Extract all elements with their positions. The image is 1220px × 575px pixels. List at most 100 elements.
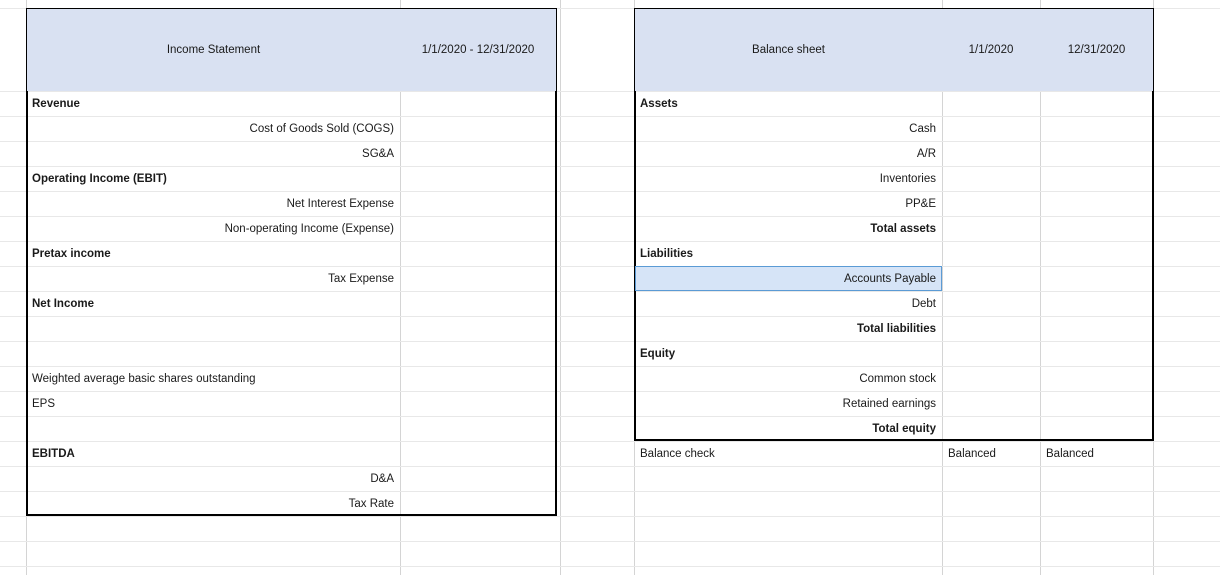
balance-check-label[interactable]: Balance check	[640, 447, 715, 460]
balance-sheet-row[interactable]: A/R	[634, 141, 1153, 166]
balance-sheet-row-label[interactable]: Equity	[640, 347, 676, 360]
income-statement-row-label[interactable]	[26, 416, 400, 441]
income-statement-row[interactable]: Non-operating Income (Expense)	[26, 216, 560, 241]
balance-sheet-row-value-end[interactable]	[1040, 191, 1153, 216]
income-statement-row[interactable]: EBITDA	[26, 441, 560, 466]
balance-sheet-row-value-begin[interactable]	[942, 216, 1040, 241]
balance-sheet-row-label[interactable]: Inventories	[879, 172, 936, 185]
income-statement-row[interactable]: SG&A	[26, 141, 560, 166]
balance-sheet-row-value-begin[interactable]	[942, 191, 1040, 216]
balance-sheet-row-value-end[interactable]	[1040, 391, 1153, 416]
balance-sheet-row-value-begin[interactable]	[942, 116, 1040, 141]
income-statement-row[interactable]: Net Income	[26, 291, 560, 316]
income-statement-row-value[interactable]	[400, 216, 560, 241]
balance-sheet-row-value-begin[interactable]	[942, 91, 1040, 116]
balance-sheet-row[interactable]: Total assets	[634, 216, 1153, 241]
income-statement-row[interactable]: Revenue	[26, 91, 560, 116]
balance-sheet-row[interactable]: Total liabilities	[634, 316, 1153, 341]
income-statement-row-label[interactable]	[26, 316, 400, 341]
balance-sheet-row-value-end[interactable]	[1040, 416, 1153, 441]
balance-sheet-row[interactable]: Liabilities	[634, 241, 1153, 266]
balance-sheet-row-value-end[interactable]	[1040, 241, 1153, 266]
balance-sheet-row-value-end[interactable]	[1040, 266, 1153, 291]
income-statement-row-value[interactable]	[400, 391, 560, 416]
balance-sheet-row-label[interactable]: Debt	[911, 297, 936, 310]
income-statement-row-label[interactable]: Cost of Goods Sold (COGS)	[249, 122, 394, 135]
balance-sheet-row-value-begin[interactable]	[942, 241, 1040, 266]
balance-sheet-row-value-end[interactable]	[1040, 341, 1153, 366]
balance-sheet-row-label[interactable]: Total equity	[872, 422, 936, 435]
balance-sheet-row-value-begin[interactable]	[942, 316, 1040, 341]
income-statement-row[interactable]: D&A	[26, 466, 560, 491]
income-statement-row-label[interactable]: Weighted average basic shares outstandin…	[32, 372, 256, 385]
balance-sheet-row-value-end[interactable]	[1040, 116, 1153, 141]
balance-sheet-row-value-begin[interactable]	[942, 391, 1040, 416]
income-statement-row-label[interactable]: Revenue	[32, 97, 80, 110]
balance-sheet-row-value-end[interactable]	[1040, 216, 1153, 241]
income-statement-row-label[interactable]: EBITDA	[32, 447, 75, 460]
income-statement-row-value[interactable]	[400, 116, 560, 141]
balance-sheet-row-value-begin[interactable]	[942, 366, 1040, 391]
income-statement-row-value[interactable]	[400, 316, 560, 341]
income-statement-row-value[interactable]	[400, 191, 560, 216]
balance-sheet-row[interactable]: PP&E	[634, 191, 1153, 216]
balance-sheet-row[interactable]: Inventories	[634, 166, 1153, 191]
income-statement-row-value[interactable]	[400, 416, 560, 441]
balance-sheet-row-value-begin[interactable]	[942, 266, 1040, 291]
income-statement-row-value[interactable]	[400, 241, 560, 266]
income-statement-row-value[interactable]	[400, 466, 560, 491]
balance-sheet-row-label[interactable]: Accounts Payable	[843, 272, 936, 285]
income-statement-row-value[interactable]	[400, 441, 560, 466]
income-statement-row[interactable]: Weighted average basic shares outstandin…	[26, 366, 560, 391]
balance-sheet-row-label[interactable]: Total assets	[870, 222, 936, 235]
balance-sheet-row-value-begin[interactable]	[942, 341, 1040, 366]
balance-check-row-inner[interactable]: Balance check Balanced Balanced	[634, 441, 1153, 466]
income-statement-row-value[interactable]	[400, 341, 560, 366]
income-statement-row-value[interactable]	[400, 91, 560, 116]
income-statement-row[interactable]: EPS	[26, 391, 560, 416]
balance-sheet-row-label[interactable]: Retained earnings	[842, 397, 936, 410]
income-statement-row-label[interactable]	[26, 341, 400, 366]
income-statement-row-label[interactable]: Operating Income (EBIT)	[32, 172, 167, 185]
balance-check-value-begin[interactable]: Balanced	[948, 447, 996, 460]
balance-sheet-row-label[interactable]: A/R	[916, 147, 936, 160]
income-statement-row-label[interactable]: Pretax income	[32, 247, 111, 260]
income-statement-row-label[interactable]: Net Interest Expense	[286, 197, 394, 210]
balance-sheet-row-value-begin[interactable]	[942, 416, 1040, 441]
balance-sheet-row-value-end[interactable]	[1040, 316, 1153, 341]
balance-sheet-row-value-begin[interactable]	[942, 141, 1040, 166]
balance-sheet-row-label[interactable]: Assets	[640, 97, 678, 110]
balance-sheet-row-value-end[interactable]	[1040, 291, 1153, 316]
balance-sheet-row[interactable]: Debt	[634, 291, 1153, 316]
balance-sheet-row-label[interactable]: PP&E	[905, 197, 936, 210]
income-statement-row[interactable]: Tax Rate	[26, 491, 560, 516]
income-statement-row[interactable]	[26, 341, 560, 366]
balance-sheet-row-value-end[interactable]	[1040, 166, 1153, 191]
balance-sheet-row[interactable]: Retained earnings	[634, 391, 1153, 416]
balance-sheet-row[interactable]: Assets	[634, 91, 1153, 116]
income-statement-row-label[interactable]: SG&A	[362, 147, 394, 160]
income-statement-row[interactable]	[26, 416, 560, 441]
balance-check-value-end[interactable]: Balanced	[1046, 447, 1094, 460]
balance-sheet-row[interactable]: Cash	[634, 116, 1153, 141]
income-statement-row[interactable]	[26, 316, 560, 341]
income-statement-row[interactable]: Tax Expense	[26, 266, 560, 291]
selected-cell-accounts-payable[interactable]	[635, 266, 942, 291]
income-statement-row[interactable]: Cost of Goods Sold (COGS)	[26, 116, 560, 141]
income-statement-row-value[interactable]	[400, 491, 560, 516]
income-statement-row-label[interactable]: Non-operating Income (Expense)	[224, 222, 394, 235]
balance-sheet-row-value-end[interactable]	[1040, 91, 1153, 116]
income-statement-row-label[interactable]: Tax Expense	[328, 272, 394, 285]
balance-sheet-row-value-begin[interactable]	[942, 166, 1040, 191]
income-statement-row[interactable]: Pretax income	[26, 241, 560, 266]
income-statement-row-label[interactable]: Net Income	[32, 297, 94, 310]
balance-sheet-row-value-end[interactable]	[1040, 141, 1153, 166]
balance-sheet-row-label[interactable]: Cash	[909, 122, 936, 135]
income-statement-row-value[interactable]	[400, 291, 560, 316]
income-statement-row-value[interactable]	[400, 141, 560, 166]
income-statement-row-label[interactable]: D&A	[370, 472, 394, 485]
income-statement-row-value[interactable]	[400, 366, 560, 391]
balance-sheet-row-label[interactable]: Common stock	[859, 372, 936, 385]
balance-sheet-row-value-end[interactable]	[1040, 366, 1153, 391]
